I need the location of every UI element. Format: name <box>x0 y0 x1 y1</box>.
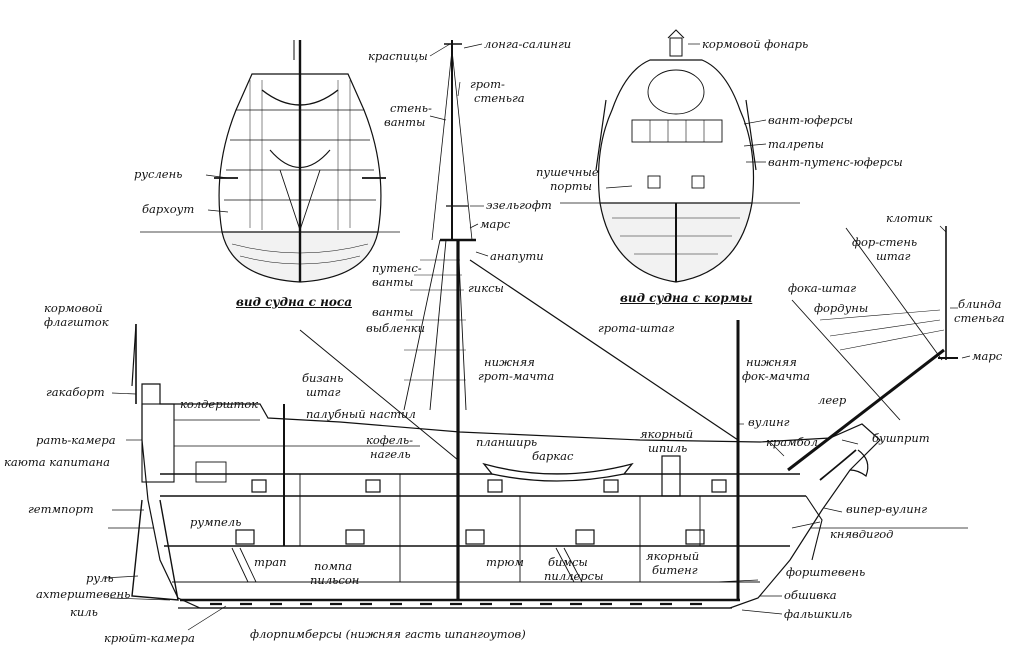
label-kofel-nagel-2: нагель <box>370 447 411 461</box>
label-ezelgoft: эзельгофт <box>486 198 552 212</box>
label-kofel-nagel-1: кофель- <box>366 433 414 447</box>
label-florpimbersy: флорпимберсы (нижняя гасть шпангоутов) <box>250 627 526 641</box>
label-leer: леер <box>818 393 847 407</box>
label-akhtershteven: ахтерштевень <box>36 587 131 601</box>
label-grota-shtag: грота-штаг <box>598 321 675 335</box>
label-vyblenki: выбленки <box>366 321 426 335</box>
label-bizan-shtag-2: штаг <box>306 385 341 399</box>
label-forduny: фордуны <box>814 301 869 315</box>
side-view <box>108 40 968 609</box>
label-sten-vanty-2: ванты <box>384 115 426 129</box>
label-planshir: планширь <box>476 435 538 449</box>
label-mars-fore: марс <box>972 349 1003 363</box>
label-kraspitsy: краспицы <box>368 49 428 63</box>
bow-view <box>140 40 400 283</box>
label-klotik: клотик <box>886 211 933 225</box>
label-forshteven: форштевень <box>786 565 866 579</box>
label-blinda-stenga-1: блинда <box>958 297 1002 311</box>
label-grot-stenga-2: стеньга <box>474 91 525 105</box>
label-trap: трап <box>254 555 287 569</box>
label-yakorny-biteng-1: якорный <box>646 549 700 563</box>
label-for-sten-shtag-1: фор-стень <box>852 235 918 249</box>
label-giksy: гиксы <box>468 281 504 295</box>
label-vant-puttens-yufersy: вант-путенс-юферсы <box>768 155 903 169</box>
stern-view <box>560 29 800 283</box>
label-pushechnye-porty-2: порты <box>550 179 592 193</box>
label-barkhout: бархоут <box>142 202 195 216</box>
label-krujt-kamera: крюйт-камера <box>104 631 195 645</box>
label-sten-vanty-1: стень- <box>390 101 432 115</box>
bow-view-caption: вид судна с носа <box>236 295 352 309</box>
label-knyavdigod: княвдигод <box>830 527 894 541</box>
label-anaputi: анапути <box>490 249 544 263</box>
label-obshivka: обшивка <box>784 588 837 602</box>
label-puttens-vanty-1: путенс- <box>372 261 422 275</box>
label-puttens-vanty-2: ванты <box>372 275 414 289</box>
label-pushechnye-porty-1: пушечные <box>536 165 599 179</box>
label-falshkil: фальшкиль <box>784 607 853 621</box>
label-yakorny-biteng-2: битенг <box>652 563 698 577</box>
label-nizhnyaya-fok-machta-2: фок-мачта <box>742 369 810 383</box>
label-vanty: ванты <box>372 305 414 319</box>
label-blinda-stenga-2: стеньга <box>954 311 1005 325</box>
label-mars-main: марс <box>480 217 511 231</box>
label-kormovoy-flagshtok-2: флагшток <box>44 315 109 329</box>
label-yakorny-shpil-2: шпиль <box>648 441 688 455</box>
label-kormovoy-fonar: кормовой фонарь <box>702 37 809 51</box>
label-rumpel: румпель <box>190 515 242 529</box>
label-yakorny-shpil-1: якорный <box>640 427 694 441</box>
label-nizhnyaya-grot-machta-1: нижняя <box>484 355 535 369</box>
label-bizan-shtag-1: бизань <box>302 371 344 385</box>
stern-view-caption: вид судна с кормы <box>620 291 753 305</box>
label-nizhnyaya-grot-machta-2: грот-мачта <box>478 369 555 383</box>
label-vant-yufersy: вант-юферсы <box>768 113 854 127</box>
label-rul: руль <box>86 571 114 585</box>
label-ruslen: руслень <box>134 167 183 181</box>
label-foka-shtag: фока-штаг <box>788 281 857 295</box>
label-bushprit: бушприт <box>872 431 930 445</box>
label-nizhnyaya-fok-machta-1: нижняя <box>746 355 797 369</box>
label-getmport: гетмпорт <box>28 502 94 516</box>
label-kolderstok: колдершток <box>180 397 259 411</box>
label-tryum: трюм <box>486 555 524 569</box>
leader-lines <box>103 43 971 631</box>
label-talrepy: талрепы <box>768 137 825 151</box>
label-pompa-2: пильсон <box>310 573 360 587</box>
label-palubny-nastil: палубный настил <box>306 407 416 421</box>
label-bimsy-2: пиллерсы <box>544 569 604 583</box>
label-for-sten-shtag-2: штаг <box>876 249 911 263</box>
label-kil: киль <box>70 605 98 619</box>
label-viper-vuling: випер-вулинг <box>846 502 928 516</box>
label-grot-stenga-1: грот- <box>470 77 505 91</box>
label-longa-salingi: лонга-салинги <box>484 37 572 51</box>
label-bimsy-1: бимсы <box>548 555 588 569</box>
label-kormovoy-flagshtok-1: кормовой <box>44 301 103 315</box>
label-gakabort: гакаборт <box>46 385 105 399</box>
label-vuling: вулинг <box>748 415 790 429</box>
label-pompa-1: помпа <box>314 559 353 573</box>
label-kranbol: крамбол <box>766 435 818 449</box>
label-kayuta-kapitana: каюта капитана <box>4 455 110 469</box>
label-barkas: баркас <box>532 449 574 463</box>
label-rat-kamera: рать-камера <box>36 433 116 447</box>
